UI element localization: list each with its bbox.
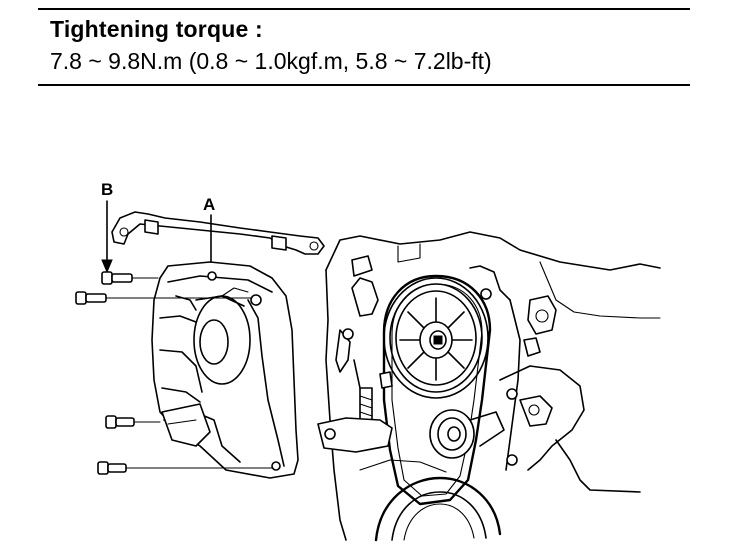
timing-belt: [382, 274, 492, 506]
callout-b: B: [101, 180, 113, 274]
callout-b-label: B: [101, 180, 113, 199]
cover-bolt-3: [105, 415, 161, 429]
torque-heading: Tightening torque :: [50, 16, 263, 42]
cover-bolt-1: [101, 271, 159, 285]
upper-bracket: [111, 211, 325, 255]
cover-bolt-2: [75, 291, 253, 305]
tensioner-spring: [317, 359, 393, 453]
torque-value: 7.8 ~ 9.8N.m (0.8 ~ 1.0kgf.m, 5.8 ~ 7.2l…: [50, 48, 492, 74]
tensioner-pulley: [429, 409, 505, 459]
timing-belt-cover: [151, 261, 299, 479]
top-rule: [38, 8, 690, 10]
crankshaft-pulley: [374, 476, 502, 542]
engine-block: [325, 231, 661, 541]
camshaft-sprocket: [383, 277, 489, 399]
torque-spec-box: Tightening torque : 7.8 ~ 9.8N.m (0.8 ~ …: [38, 8, 690, 86]
bottom-rule: [38, 84, 690, 86]
callout-a-label: A: [203, 195, 215, 214]
cover-bolt-4: [97, 461, 273, 475]
